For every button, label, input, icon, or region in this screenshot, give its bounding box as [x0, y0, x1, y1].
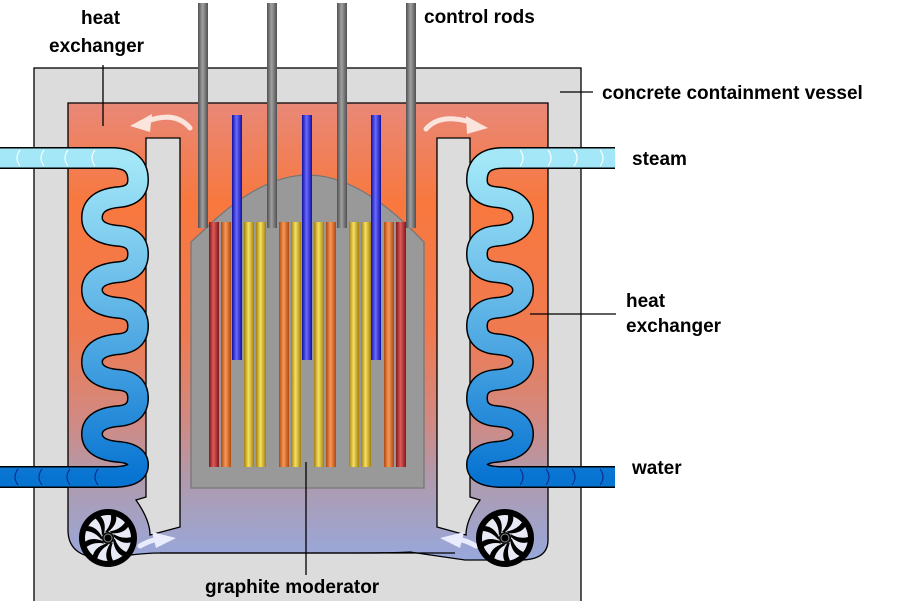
heat-exchanger-right: [466, 147, 615, 488]
flow-arrow-top-right: [423, 116, 488, 134]
circulator-fan-left: [79, 509, 137, 567]
fan-blade: [510, 538, 524, 557]
control-rods: [198, 3, 416, 228]
fan-blade: [106, 542, 114, 563]
label-control-rods: control rods: [424, 7, 535, 28]
fuel-rod-red: [209, 222, 219, 467]
control-rod: [406, 3, 416, 228]
fuel-rod-yellow: [291, 222, 301, 467]
fuel-rod-yellow: [349, 222, 359, 467]
fan-blade: [503, 542, 511, 563]
fan-blade: [482, 526, 500, 540]
fuel-rod-orange: [384, 222, 394, 467]
fuel-rods: [209, 222, 406, 467]
label-water: water: [631, 458, 682, 479]
fan-blade: [510, 534, 530, 543]
fuel-rod-orange: [221, 222, 231, 467]
pipe-squiggles: [14, 149, 604, 486]
fuel-rod-orange: [326, 222, 336, 467]
fan-blade: [92, 543, 109, 559]
fuel-rod-red: [396, 222, 406, 467]
fuel-rod-yellow: [244, 222, 254, 467]
fan-blade: [489, 543, 506, 559]
fan-blade: [502, 515, 514, 532]
flow-arrow-top-left: [130, 114, 193, 132]
fan-blade: [492, 515, 502, 536]
absorber-rod: [371, 115, 381, 360]
absorber-rods: [232, 115, 381, 360]
fan-blade: [95, 515, 105, 536]
absorber-rod: [302, 115, 312, 360]
fan-blade: [481, 539, 502, 547]
label-containment-vessel: concrete containment vessel: [602, 83, 863, 104]
circulator-fan-right: [476, 509, 534, 567]
fuel-rod-yellow: [256, 222, 266, 467]
fan-blade: [105, 515, 117, 532]
absorber-rod: [232, 115, 242, 360]
control-rod: [337, 3, 347, 228]
label-heat-exchanger-right-1: heat: [626, 291, 666, 312]
fan-blade: [113, 534, 133, 543]
fan-blade: [84, 539, 105, 547]
fuel-rod-yellow: [361, 222, 371, 467]
flow-arrow-bottom-right: [440, 532, 479, 549]
fan-blade: [113, 538, 127, 557]
label-heat-exchanger-right-2: exchanger: [626, 316, 722, 337]
left-baffle: [134, 137, 181, 536]
fan-blade: [85, 526, 103, 540]
fan-blade: [109, 522, 129, 534]
label-heat-exchanger-left-1: heat: [81, 8, 121, 29]
label-heat-exchanger-left-2: exchanger: [49, 36, 145, 57]
control-rod: [267, 3, 277, 228]
flow-arrow-bottom-left: [137, 532, 176, 549]
fan-blade: [506, 522, 526, 534]
fuel-rod-yellow: [314, 222, 324, 467]
label-steam: steam: [632, 149, 687, 170]
label-graphite-moderator: graphite moderator: [205, 577, 380, 598]
control-rod: [198, 3, 208, 228]
right-baffle: [436, 137, 482, 536]
heat-exchanger-left: [0, 147, 149, 488]
fuel-rod-orange: [279, 222, 289, 467]
